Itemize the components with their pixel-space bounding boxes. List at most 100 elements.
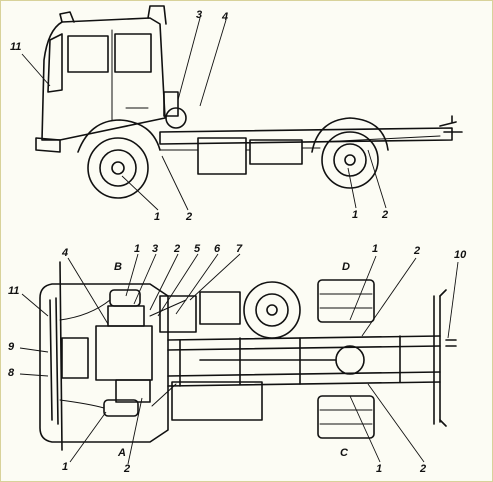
leader-top-4 [67, 257, 109, 325]
cab-top-outline [39, 283, 169, 443]
receiver-1-top [109, 289, 141, 307]
leader-top-3 [133, 253, 157, 305]
leader-top-2 [149, 253, 179, 311]
spare-wheel [243, 281, 301, 339]
leader-top-11 [21, 293, 49, 317]
cab-brake-lines [149, 299, 187, 407]
brake-line [159, 147, 321, 151]
leader-top-2-tr [361, 257, 417, 337]
rear-coupling-top [439, 289, 457, 427]
front-fender [77, 119, 161, 153]
front-panel [49, 297, 59, 425]
rear-fender [311, 117, 389, 153]
vertical-cylinder [163, 91, 179, 117]
callout-top-D: D [342, 261, 350, 273]
callout-top-2: 2 [173, 243, 180, 255]
rear-brake-line [319, 135, 441, 143]
callout-top-10: 10 [454, 249, 467, 261]
engine-block [95, 325, 153, 381]
cab-roof-marker [59, 11, 75, 23]
fuel-tank-top [171, 381, 263, 421]
callout-side-11: 11 [10, 41, 21, 53]
side-view: 3 4 11 1 2 1 2 [10, 5, 463, 223]
front-wheel-hub [111, 161, 125, 175]
leader-top-8 [19, 373, 49, 377]
rear-wheel-bottom-c [317, 395, 375, 439]
leader-top-10 [447, 261, 459, 339]
cab-door-window [67, 35, 109, 73]
leader-top-1-br [349, 395, 381, 463]
leader-top-7 [189, 253, 241, 301]
leader-top-1-bl [69, 411, 107, 463]
battery-box [249, 139, 303, 165]
leader-top-1-tr [349, 255, 377, 321]
top-view: 4 1 3 2 5 6 7 B 11 9 8 1 A 2 D 1 2 10 C … [8, 243, 467, 475]
callout-top-1-br: 1 [376, 463, 382, 475]
callout-top-5: 5 [194, 243, 201, 255]
front-axle-rod [59, 261, 63, 451]
leader-top-5 [157, 253, 199, 317]
spare-wheel-hub [266, 304, 278, 316]
fuel-tank [197, 137, 247, 175]
windshield [47, 33, 63, 93]
frame-crossmembers [179, 335, 401, 387]
frame-rail [159, 127, 453, 145]
leader-side-1b [347, 167, 357, 209]
spare-wheel-rim [255, 293, 289, 327]
callout-top-9: 9 [8, 341, 15, 353]
leader-top-1 [125, 253, 139, 297]
leader-top-2-bl [127, 397, 143, 465]
callout-side-2b: 2 [381, 209, 388, 221]
leader-side-2b [367, 149, 387, 209]
rear-wheel-rim [333, 143, 367, 177]
battery-box-top [199, 291, 241, 325]
front-bumper [35, 137, 61, 153]
rear-wheel-hub [344, 154, 356, 166]
front-wheel [87, 137, 149, 199]
callout-top-11: 11 [8, 285, 19, 297]
callout-side-2a: 2 [185, 211, 192, 223]
leader-side-2a [161, 155, 189, 211]
air-cylinder-block [159, 295, 197, 333]
leader-side-4 [199, 19, 227, 107]
round-tank [165, 107, 187, 129]
callout-top-8: 8 [8, 367, 15, 379]
leader-top-6 [175, 253, 219, 315]
leader-top-2-br [367, 383, 425, 463]
tyre-treads [319, 293, 373, 425]
engine-top-unit [107, 305, 145, 327]
front-brake-lines [59, 299, 111, 409]
callout-side-1a: 1 [154, 211, 160, 223]
rear-wheel-top-d [317, 279, 375, 323]
callout-top-1-tr: 1 [372, 243, 378, 255]
callout-side-1b: 1 [352, 209, 358, 221]
cab-outline [41, 17, 166, 141]
callout-top-C: C [340, 447, 349, 459]
front-wheel-rim [99, 149, 137, 187]
rear-coupling [439, 115, 463, 133]
callout-top-2-tr: 2 [413, 245, 420, 257]
callout-top-6: 6 [214, 243, 221, 255]
callout-side-4: 4 [221, 11, 228, 23]
radiator [61, 337, 89, 379]
callout-top-2-bl: 2 [123, 463, 130, 475]
cab-rear-window [114, 33, 152, 73]
callout-top-4: 4 [61, 247, 68, 259]
callout-top-1: 1 [134, 243, 140, 255]
air-intake [147, 5, 167, 25]
callout-top-7: 7 [236, 243, 243, 255]
callout-side-3: 3 [196, 9, 202, 21]
frame-rails-top [167, 335, 441, 387]
rear-wheel [321, 131, 379, 189]
callout-top-B: B [114, 261, 122, 273]
rear-differential [335, 345, 365, 375]
callout-top-A: A [117, 447, 126, 459]
leader-side-3 [177, 17, 201, 101]
callout-top-2-br: 2 [419, 463, 426, 475]
callout-top-3: 3 [152, 243, 158, 255]
leader-side-1a [121, 175, 159, 211]
rear-cross-bar [433, 295, 441, 425]
callout-top-1-bl: 1 [62, 461, 68, 473]
leader-top-9 [19, 347, 49, 353]
